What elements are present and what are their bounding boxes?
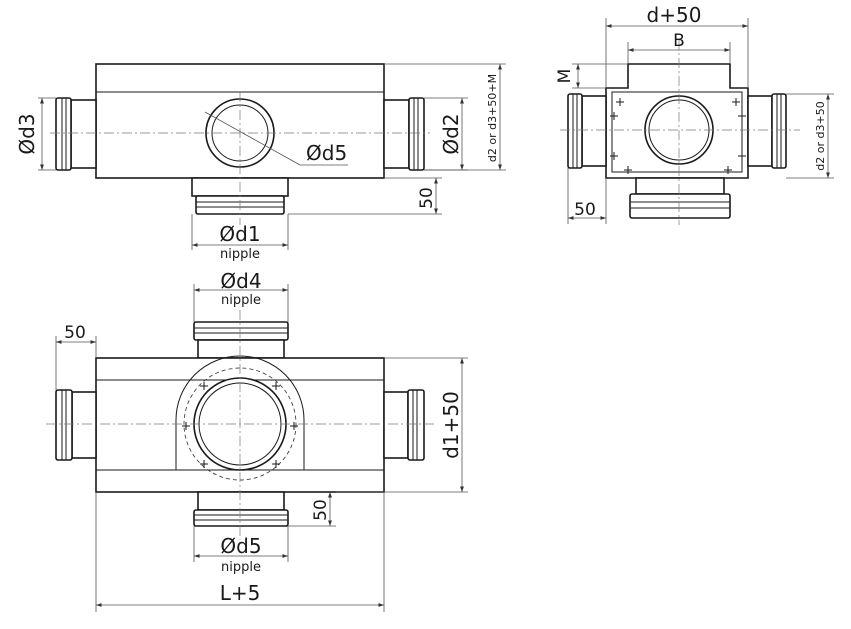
side-width-label: d+50 [647, 3, 702, 27]
side-bottom-nipple [629, 177, 731, 219]
front-view: Ød4 nipple 50 d1+50 50 Ød5 nipple L+5 [46, 269, 468, 612]
top-d1-label: Ød1 [219, 222, 260, 246]
front-rivets [182, 382, 298, 468]
front-height-label: d1+50 [439, 391, 463, 459]
front-d5-label: Ød5 [220, 534, 261, 558]
front-top-nipple [193, 321, 289, 359]
side-left-spigot [567, 93, 607, 169]
front-d4-label: Ød4 [220, 269, 261, 293]
side-b-label: B [673, 31, 685, 51]
side-height-label: d2 or d3+50 [814, 101, 827, 170]
side-rivets [610, 98, 746, 174]
top-d3-label: Ød3 [15, 113, 39, 154]
top-d5-label: Ød5 [306, 141, 347, 165]
top-height-label: d2 or d3+50+M [486, 74, 499, 162]
top-view: Ød5 Ød3 Ød2 d2 or d3+50+M 50 Ød1 nipple [15, 63, 506, 262]
front-d4-sub: nipple [221, 293, 261, 308]
top-offset-label: 50 [417, 187, 437, 209]
side-m-label: M [555, 69, 575, 84]
front-left-spigot [55, 389, 97, 461]
front-saddle [175, 355, 305, 471]
side-right-spigot [747, 93, 787, 169]
front-left-offset-label: 50 [64, 323, 86, 343]
top-left-spigot [55, 97, 97, 171]
top-d1-sub: nipple [220, 247, 260, 262]
front-length-label: L+5 [220, 581, 261, 605]
front-d5-sub: nipple [221, 560, 261, 575]
front-right-spigot [383, 389, 425, 461]
top-d2-label: Ød2 [439, 113, 463, 154]
front-bottom-offset-label: 50 [311, 499, 331, 521]
top-right-spigot [383, 97, 425, 171]
side-offset-label: 50 [574, 200, 596, 220]
front-bottom-nipple [193, 491, 289, 527]
side-view: d+50 B M d2 or d3+50 50 [555, 3, 834, 225]
